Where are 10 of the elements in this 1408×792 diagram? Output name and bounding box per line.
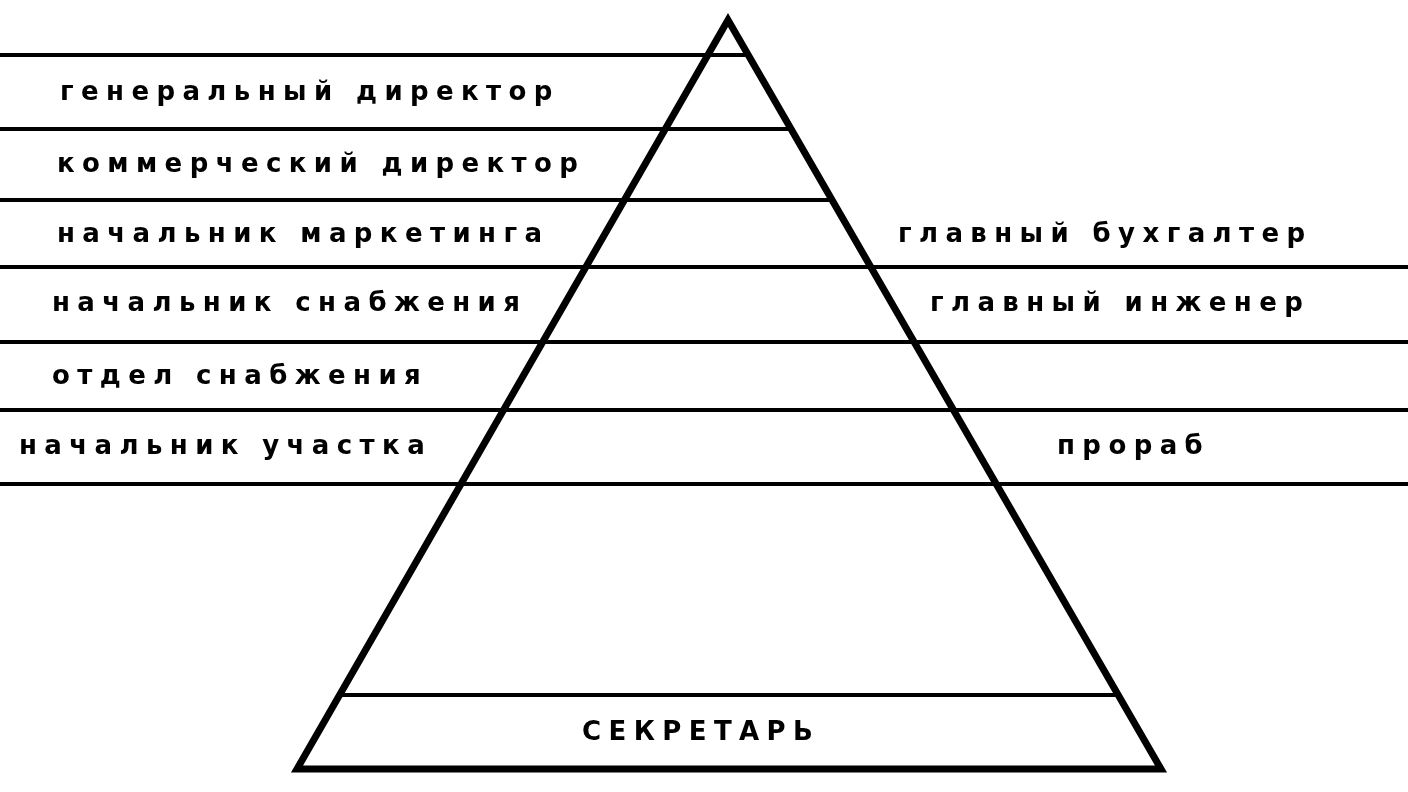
position-label: главный инженер bbox=[930, 287, 1311, 317]
position-label: отдел снабжения bbox=[52, 360, 429, 390]
position-label: генеральный директор bbox=[60, 76, 560, 106]
position-label: главный бухгалтер bbox=[898, 218, 1313, 248]
position-label: начальник маркетинга bbox=[57, 218, 550, 248]
position-label: СЕКРЕТАРЬ bbox=[582, 716, 821, 746]
position-label: начальник участка bbox=[19, 430, 433, 460]
position-label: коммерческий директор bbox=[57, 148, 586, 178]
position-label: начальник снабжения bbox=[52, 287, 528, 317]
position-label: прораб bbox=[1057, 430, 1211, 460]
